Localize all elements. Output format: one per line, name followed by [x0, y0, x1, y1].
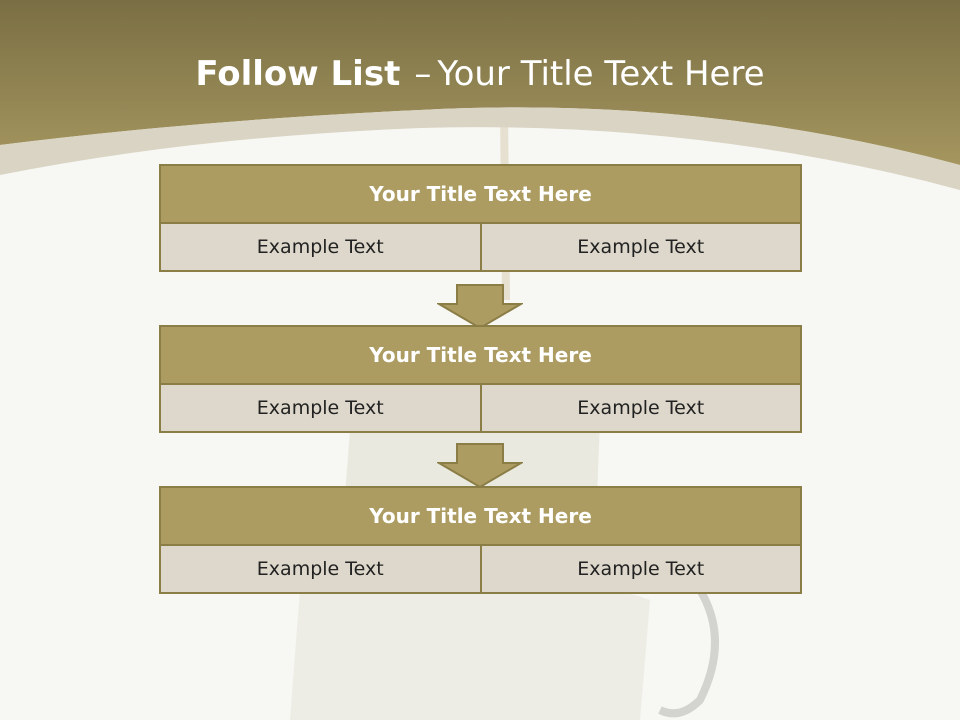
block-cell-right: Example Text — [479, 385, 801, 431]
block-cell-right: Example Text — [479, 224, 801, 270]
down-arrow-icon — [437, 284, 523, 330]
block-title: Your Title Text Here — [161, 488, 800, 546]
slide-title: Follow List–Your Title Text Here — [0, 54, 960, 94]
list-block-1[interactable]: Your Title Text Here Example Text Exampl… — [159, 164, 802, 272]
block-row: Example Text Example Text — [161, 546, 800, 592]
block-cell-left: Example Text — [256, 558, 384, 580]
title-bold: Follow List — [195, 54, 401, 94]
block-title: Your Title Text Here — [161, 166, 800, 224]
block-row: Example Text Example Text — [161, 385, 800, 431]
block-row: Example Text Example Text — [161, 224, 800, 270]
list-block-2[interactable]: Your Title Text Here Example Text Exampl… — [159, 325, 802, 433]
title-dash: – — [414, 54, 432, 94]
block-cell-right: Example Text — [479, 546, 801, 592]
block-title: Your Title Text Here — [161, 327, 800, 385]
block-cell-left: Example Text — [256, 236, 384, 258]
list-block-3[interactable]: Your Title Text Here Example Text Exampl… — [159, 486, 802, 594]
block-cell-left: Example Text — [256, 397, 384, 419]
title-rest: Your Title Text Here — [437, 54, 765, 94]
down-arrow-icon — [437, 443, 523, 489]
